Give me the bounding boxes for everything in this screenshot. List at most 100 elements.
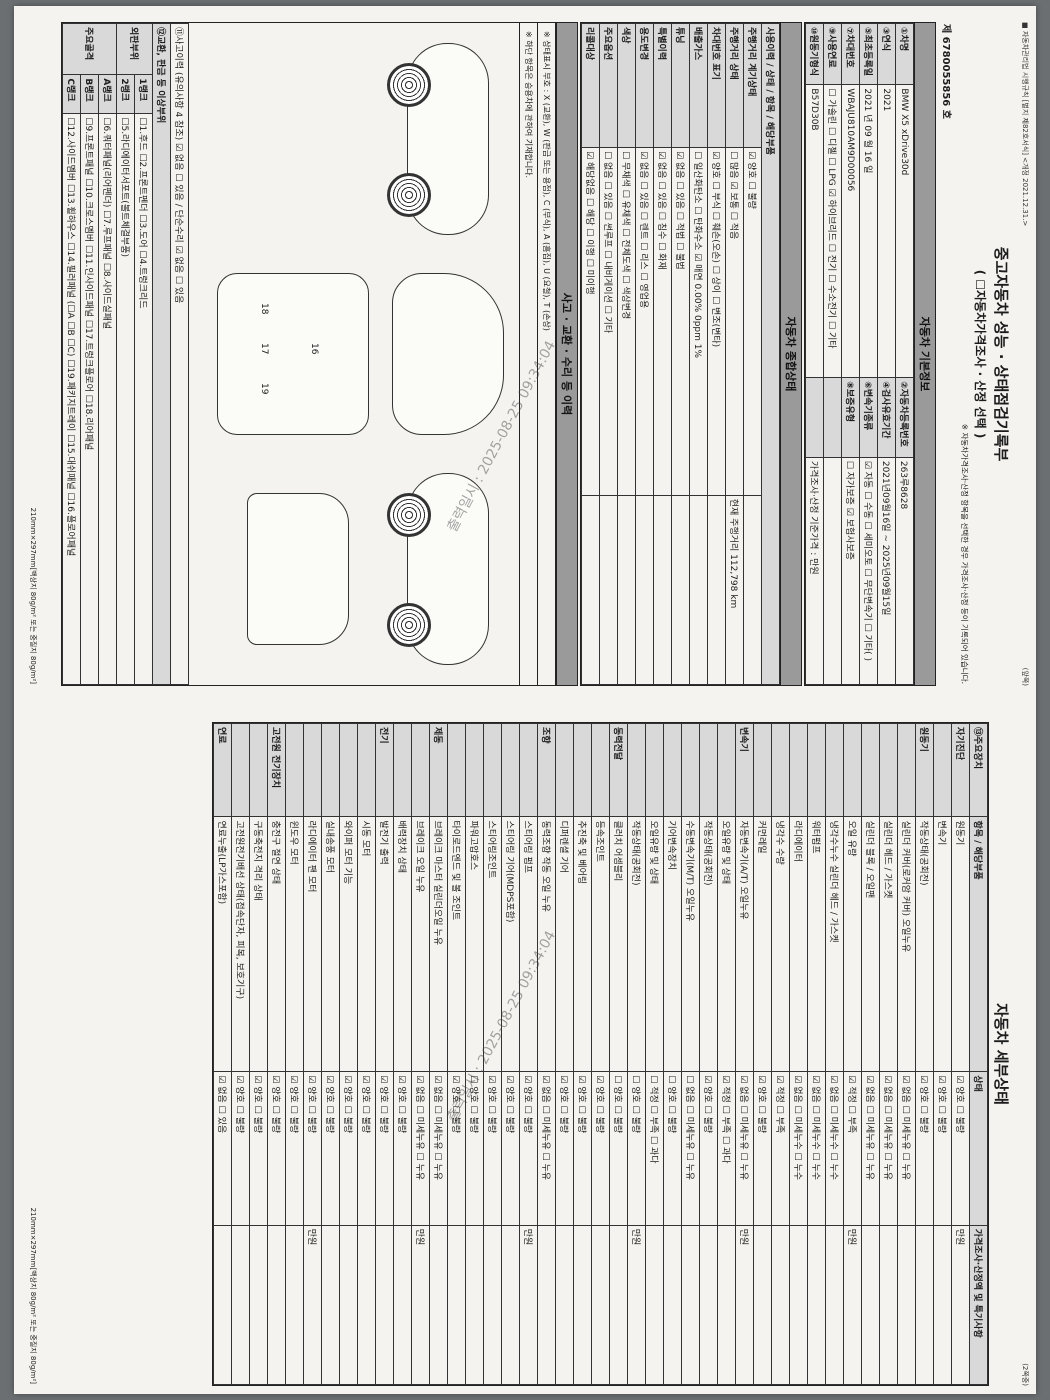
form-reference: ■ 자동차관리법 시행규칙 [별지 제82호서식] <개정 2021.12.31… xyxy=(1021,22,1029,227)
a-rank-items: ☐6.쿼터패널(리어펜더) ☐7.루프패널 ☐8.사이드실패널 xyxy=(98,113,117,685)
detail-state: ☑ 양호 ☐ 불량 xyxy=(303,1071,322,1226)
detail-item: 클러치 어셈블리 xyxy=(609,816,628,1072)
detail-price xyxy=(591,1225,610,1385)
detail-item: 워터펌프 xyxy=(807,816,826,1072)
detail-price xyxy=(897,1225,916,1385)
detail-item: 수동변속기(M/T) 오일누유 xyxy=(681,816,700,1072)
overall-row: 색상☐ 무채색 ☐ 유채색 ☐ 전체도색 ☐ 색상변경 xyxy=(617,23,636,685)
basic-info-value: B57D30B xyxy=(805,84,824,378)
rank2-items: ☐5.라디에이터서포트(볼트체결부품) xyxy=(116,113,135,685)
overall-row: 리콜대상☑ 해당없음 ☐ 해당 ☐ 이행 ☐ 미이행 xyxy=(581,23,600,685)
detail-group xyxy=(699,723,718,817)
detail-item: 라디에이터 xyxy=(789,816,808,1072)
detail-price xyxy=(321,1225,340,1385)
detail-price: 만원 xyxy=(303,1225,322,1385)
detail-item: 파워고압호스 xyxy=(465,816,484,1072)
detail-item: 실린더 커버(로커암 커버) 오일누유 xyxy=(897,816,916,1072)
detail-price xyxy=(231,1225,250,1385)
a-rank-label: A랭크 xyxy=(98,74,117,114)
outer-panel-label: 외판부위 xyxy=(116,23,153,75)
overall-row: 특별이력☑ 없음 ☐ 있음 ☐ 침수 ☐ 화재 xyxy=(653,23,672,685)
detail-item: 고전원전기배선 상태(접속단자, 피복, 보호기구) xyxy=(231,816,250,1072)
basic-info-label: ⑥변속기종류 xyxy=(859,377,878,458)
detail-item: 추진축 및 베어링 xyxy=(573,816,592,1072)
b-rank-items: ☐9.프론트패널 ☐10.크로스멤버 ☐11.인사이드패널 ☐17.트렁크플로어… xyxy=(80,113,99,685)
overall-extra: 현재 주행거리 112,798 km xyxy=(725,495,744,685)
rank2-label: 2랭크 xyxy=(116,74,135,114)
detail-state: ☑ 없음 ☐ 미세누유 ☐ 누유 xyxy=(411,1071,430,1226)
basic-info-label: ⑦차대번호 xyxy=(841,23,860,85)
main-frame-label: 주요골격 xyxy=(62,23,117,75)
detail-group xyxy=(663,723,682,817)
detail-price xyxy=(339,1225,358,1385)
detail-state: ☑ 양호 ☐ 불량 xyxy=(933,1071,952,1226)
detail-state: ☑ 양호 ☐ 불량 xyxy=(339,1071,358,1226)
rank1-items: ☐1.후드 ☐2.프론트펜더 ☐3.도어 ☐4.트렁크리드 xyxy=(134,113,153,685)
detail-group xyxy=(771,723,790,817)
detail-price xyxy=(213,1225,232,1385)
detail-state: ☑ 양호 ☐ 불량 xyxy=(285,1071,304,1226)
detail-group xyxy=(393,723,412,817)
overall-row: 주요옵션☐ 없음 ☐ 있음 ☐ 썬루프 ☐ 내비게이션 ☐ 기타 xyxy=(599,23,618,685)
wheel-icon xyxy=(387,63,431,107)
overall-state: ☑ 없음 ☐ 있음 ☐ 렌트 ☐ 리스 ☐ 영업용 xyxy=(635,147,654,496)
detail-item: 오일 유량 xyxy=(843,816,862,1072)
detail-state: ☑ 양호 ☐ 불량 xyxy=(699,1071,718,1226)
detail-group xyxy=(897,723,916,817)
detail-group xyxy=(249,723,268,817)
detail-price: 만원 xyxy=(411,1225,430,1385)
detail-group xyxy=(627,723,646,817)
overall-extra xyxy=(635,495,654,685)
detail-state: ☐ 양호 ☐ 불량 xyxy=(609,1071,628,1226)
detail-row: 등속조인트☑ 양호 ☐ 불량 xyxy=(591,723,610,1385)
detail-price xyxy=(357,1225,376,1385)
detail-row: 배력장치 상태☑ 양호 ☐ 불량 xyxy=(393,723,412,1385)
detail-group: 자기진단 xyxy=(951,723,970,817)
detail-price xyxy=(375,1225,394,1385)
basic-info-label: ③연식 xyxy=(877,23,896,85)
detail-group xyxy=(411,723,430,817)
detail-item: 디퍼렌셜 기어 xyxy=(555,816,574,1072)
overall-label: 색상 xyxy=(617,23,636,148)
detail-state: ☐ 양호 ☐ 불량 xyxy=(627,1071,646,1226)
detail-group xyxy=(555,723,574,817)
detail-price xyxy=(609,1225,628,1385)
overall-row: 주행거리 계기상태☑ 양호 ☐ 불량 xyxy=(743,23,762,685)
basic-info-value: 2021 xyxy=(877,84,896,378)
wheel-icon xyxy=(387,493,431,537)
overall-label: 배출가스 xyxy=(689,23,708,148)
document-subtitle: ( ☐자동차가격조사 · 산정 선택 ) xyxy=(973,269,987,439)
overall-state: ☑ 없음 ☐ 있음 ☐ 적법 ☐ 불법 xyxy=(671,147,690,496)
part-number: 16 xyxy=(309,343,319,355)
detail-item: 실내송풍 모터 xyxy=(321,816,340,1072)
detail-item: 작동상태(공회전) xyxy=(627,816,646,1072)
detail-state: ☐ 적정 ☐ 부족 ☐ 과다 xyxy=(645,1071,664,1226)
detail-state: ☑ 양호 ☐ 불량 xyxy=(483,1071,502,1226)
detail-row: 냉각수누수 실린더 헤드 / 가스켓☑ 없음 ☐ 미세누수 ☐ 누수 xyxy=(825,723,844,1385)
detail-group xyxy=(645,723,664,817)
wheel-icon xyxy=(387,603,431,647)
detail-row: 실린더 블록 / 오일팬☑ 없음 ☐ 미세누유 ☐ 누유 xyxy=(861,723,880,1385)
part-number: 19 xyxy=(259,383,269,395)
detail-item: 배력장치 상태 xyxy=(393,816,412,1072)
overall-state: ☑ 없음 ☐ 있음 ☐ 침수 ☐ 화재 xyxy=(653,147,672,496)
detail-item: 작동상태(공회전) xyxy=(915,816,934,1072)
detail-group xyxy=(591,723,610,817)
detail-group xyxy=(789,723,808,817)
detail-item: 시동 모터 xyxy=(357,816,376,1072)
detail-price xyxy=(861,1225,880,1385)
detail-price xyxy=(429,1225,448,1385)
c-rank-items: ☐12.사이드멤버 ☐13.휠하우스 ☐14.필러패널 (☐A ☐B ☐C) ☐… xyxy=(62,113,81,685)
detail-price: 만원 xyxy=(735,1225,754,1385)
detail-item: 타이로드엔드 및 볼 조인트 xyxy=(447,816,466,1072)
detail-state: ☑ 없음 ☐ 있음 xyxy=(213,1071,232,1226)
detail-group xyxy=(879,723,898,817)
